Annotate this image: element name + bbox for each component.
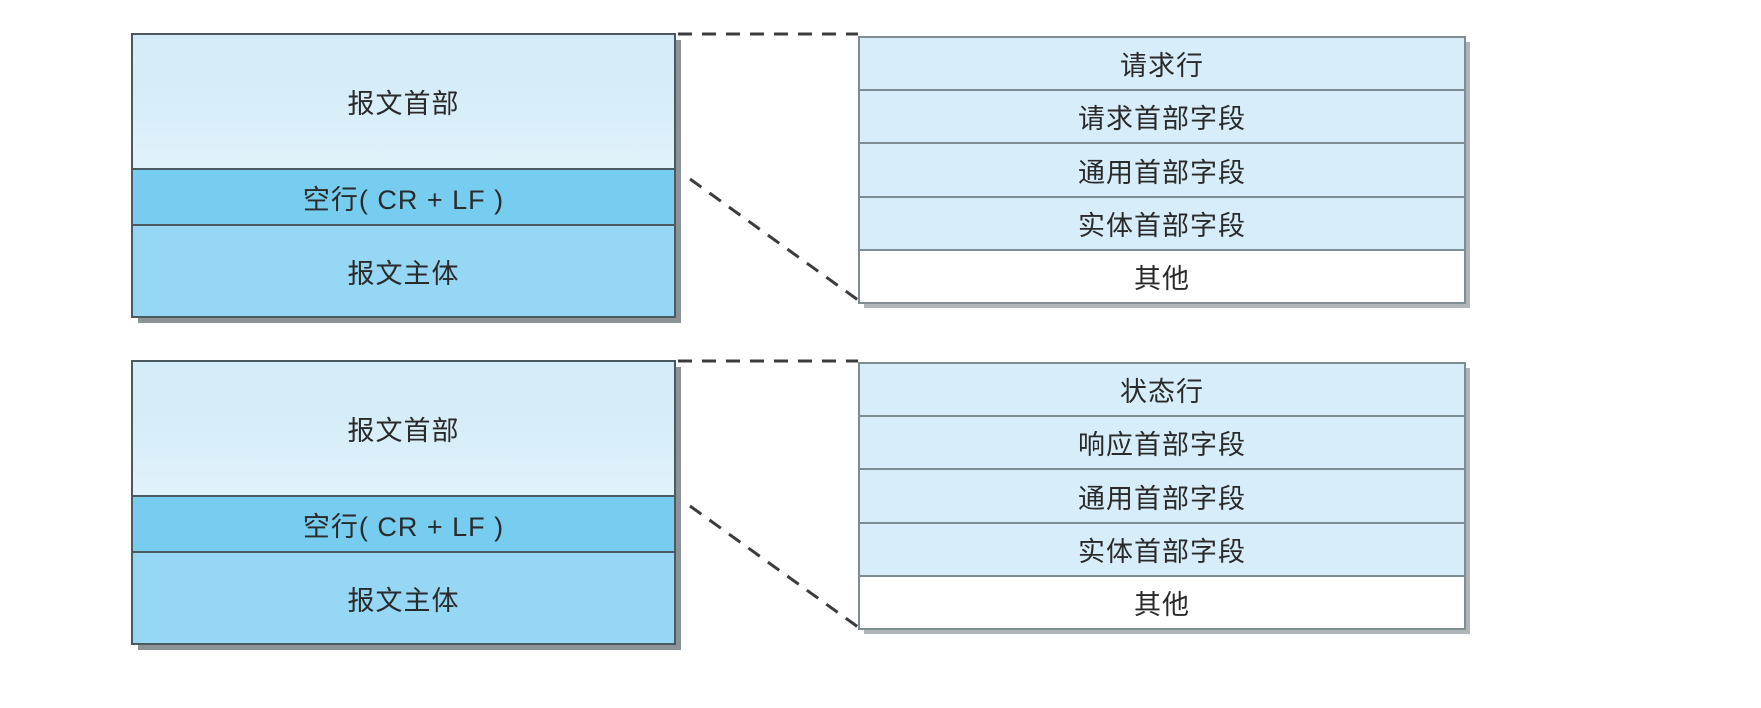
response-message-header-segment: 报文首部 <box>133 362 674 495</box>
detail-row: 实体首部字段 <box>860 523 1464 577</box>
response-message-body-segment: 报文主体 <box>133 553 674 643</box>
connector-request-bottom <box>689 177 859 302</box>
detail-row: 通用首部字段 <box>860 144 1464 198</box>
response-detail-general-header-label: 通用首部字段 <box>1078 483 1246 514</box>
detail-row: 实体首部字段 <box>860 197 1464 251</box>
detail-row: 请求行 <box>860 38 1464 92</box>
request-detail-entity-header-label: 实体首部字段 <box>1078 210 1246 241</box>
http-request-header-detail-box: 请求行 请求首部字段 通用首部字段 实体首部字段 其他 <box>858 36 1466 304</box>
http-response-header-detail-box: 状态行 响应首部字段 通用首部字段 实体首部字段 其他 <box>858 362 1466 630</box>
http-request-message-box: 报文首部 空行( CR + LF ) 报文主体 <box>131 33 676 318</box>
request-detail-request-header-label: 请求首部字段 <box>1078 104 1246 135</box>
request-detail-general-header-label: 通用首部字段 <box>1078 157 1246 188</box>
detail-row: 响应首部字段 <box>860 417 1464 471</box>
response-detail-entity-header-label: 实体首部字段 <box>1078 536 1246 567</box>
request-blank-line-segment: 空行( CR + LF ) <box>133 168 674 226</box>
response-detail-other-label: 其他 <box>1134 589 1190 620</box>
request-message-body-label: 报文主体 <box>347 258 460 289</box>
detail-row: 状态行 <box>860 364 1464 418</box>
response-message-header-label: 报文首部 <box>347 416 460 446</box>
response-blank-line-segment: 空行( CR + LF ) <box>133 495 674 553</box>
request-blank-line-label: 空行( CR + LF ) <box>302 184 505 215</box>
connector-response-bottom <box>689 504 859 629</box>
request-message-body-segment: 报文主体 <box>133 226 674 316</box>
request-message-header-label: 报文首部 <box>347 89 460 119</box>
response-blank-line-label: 空行( CR + LF ) <box>302 511 505 542</box>
request-detail-other-label: 其他 <box>1134 263 1190 294</box>
response-detail-response-header-label: 响应首部字段 <box>1078 430 1246 461</box>
request-detail-start-line-label: 请求行 <box>1120 51 1204 82</box>
detail-row: 请求首部字段 <box>860 91 1464 145</box>
http-response-message-box: 报文首部 空行( CR + LF ) 报文主体 <box>131 360 676 645</box>
response-detail-status-line-label: 状态行 <box>1120 377 1204 408</box>
detail-row: 其他 <box>860 576 1464 629</box>
request-message-header-segment: 报文首部 <box>133 35 674 168</box>
detail-row: 其他 <box>860 250 1464 303</box>
detail-row: 通用首部字段 <box>860 470 1464 524</box>
response-message-body-label: 报文主体 <box>347 585 460 616</box>
